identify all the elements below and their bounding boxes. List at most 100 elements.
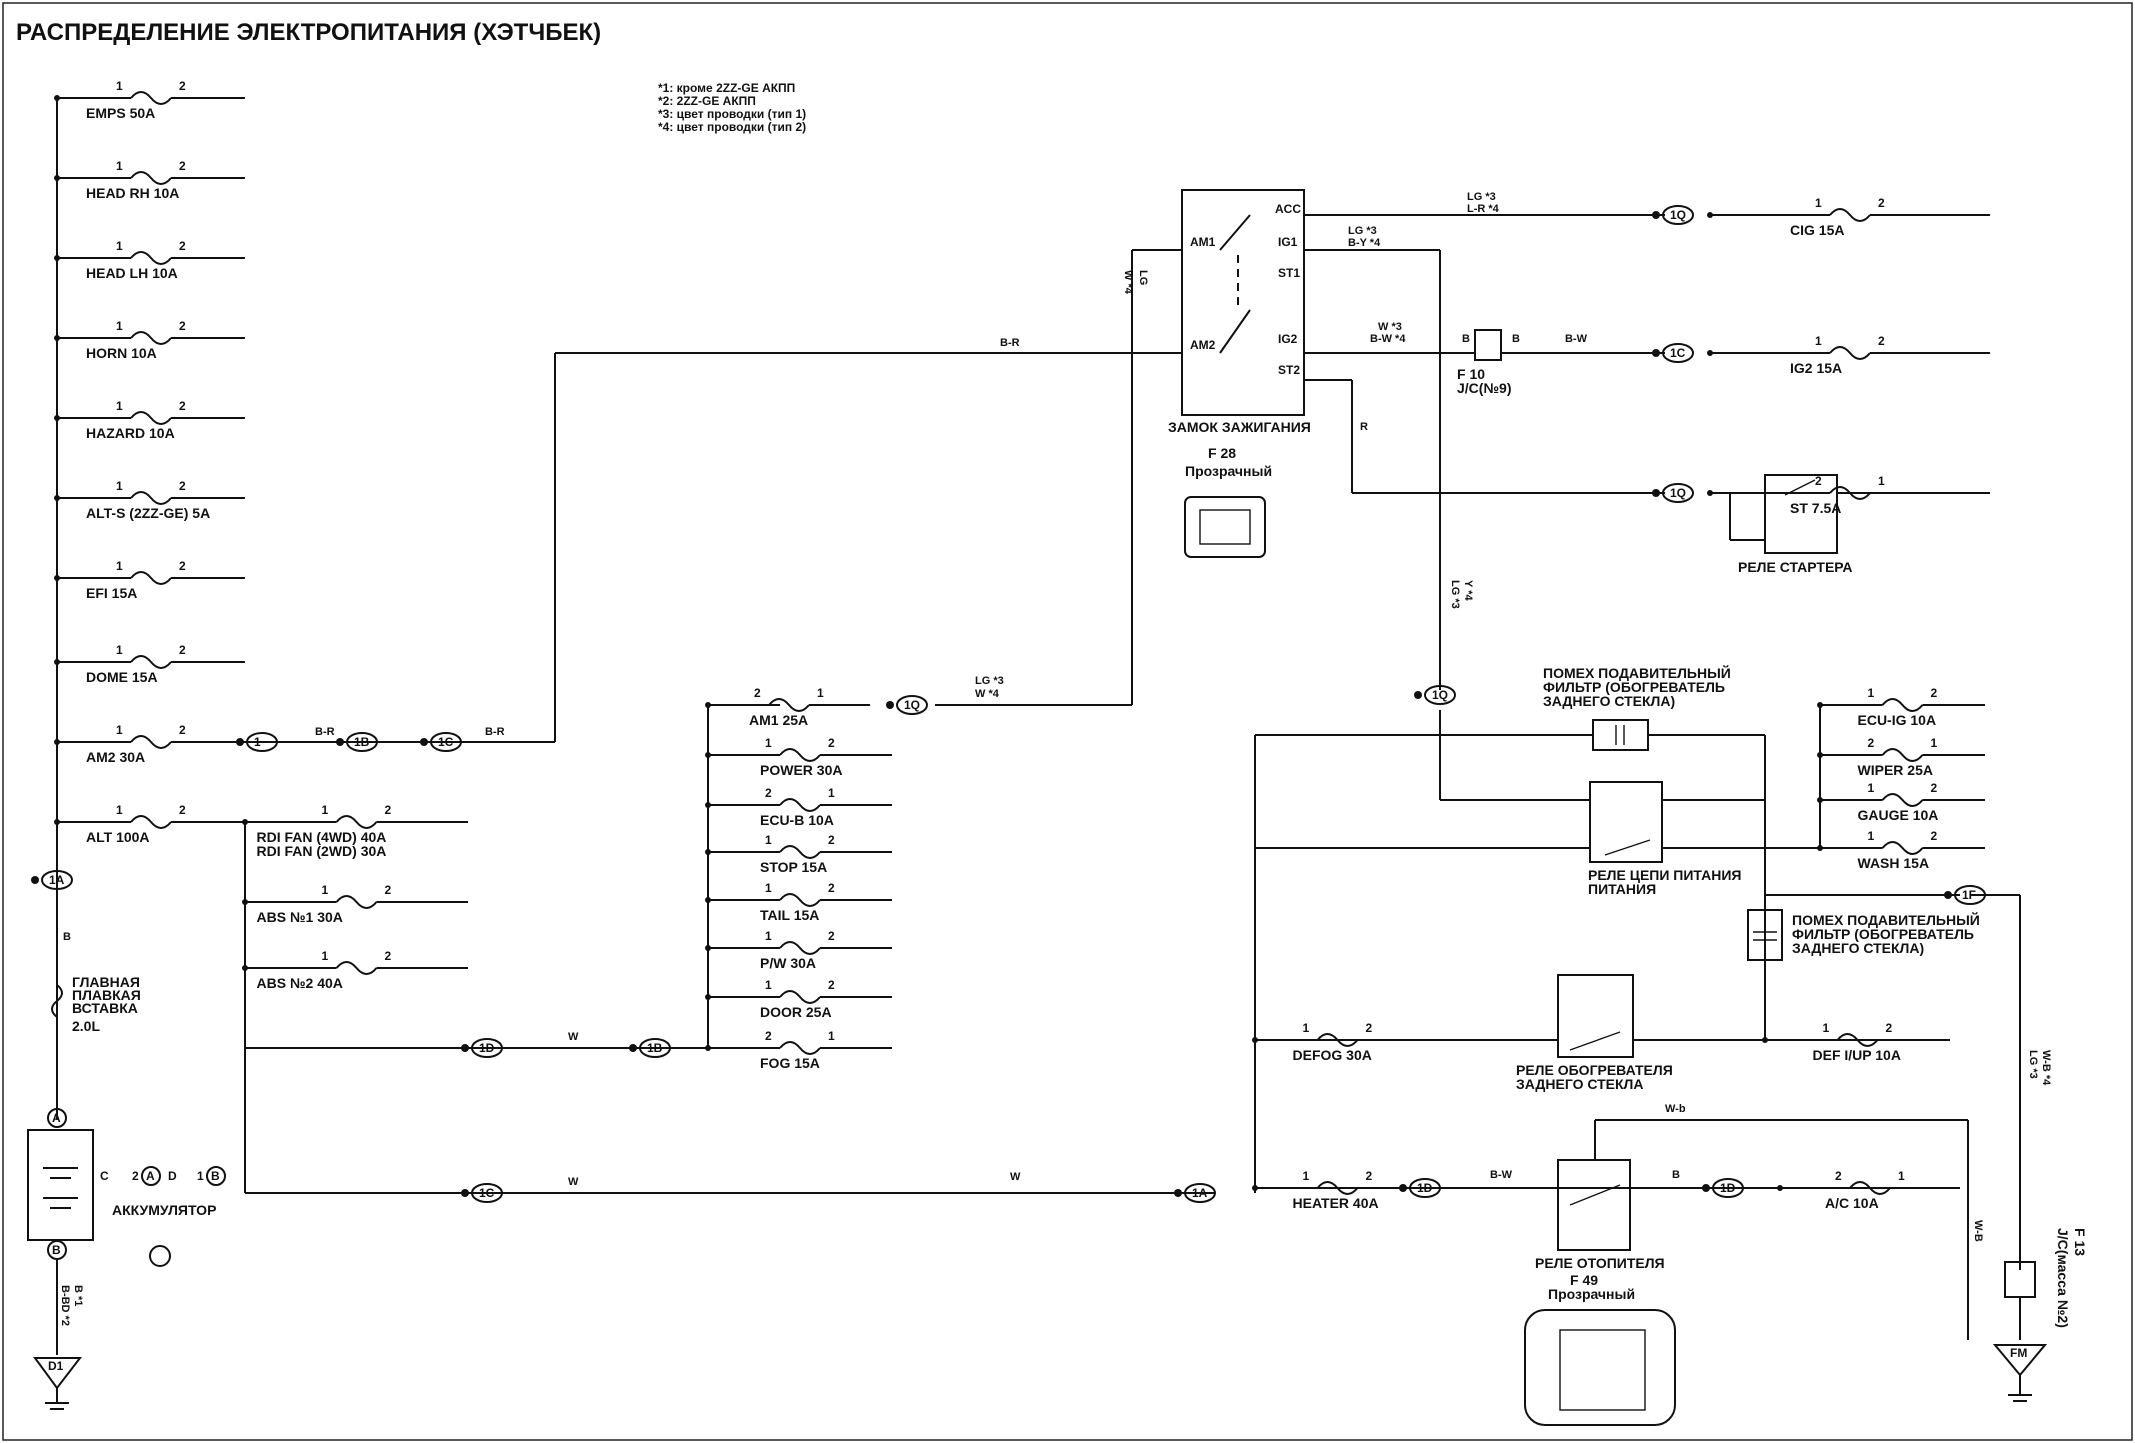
fuse-bottom-3-label: A/C 10A [1825,1195,1879,1211]
fuse-center-0-pin1: 2 [754,686,761,700]
connector-1C: 1C [438,735,454,749]
filter-bottom: ПОМЕХ ПОДАВИТЕЛЬНЫЙ ФИЛЬТР (ОБОГРЕВАТЕЛЬ… [1747,909,1980,961]
fuse-left-4-label: HAZARD 10A [86,425,175,441]
fuse-right-2-pin1: 2 [1815,474,1822,488]
fuse-left-0-pin2: 2 [179,79,186,93]
fuse-left-4-pin1: 1 [116,399,123,413]
fuse-center-4-pin2: 2 [828,881,835,895]
connector-1Qcig: 1Q [1670,208,1686,222]
fuse-left-8-label: AM2 30A [86,749,145,765]
wire-y-v2: Y *4 [1462,580,1474,601]
mainfuse-l3: ВСТАВКА [72,1000,138,1016]
fuse-center-7-pin1: 2 [765,1029,772,1043]
fuse-center-2-pin2: 1 [828,786,835,800]
fuse-center-3-pin1: 1 [765,833,772,847]
fuse-left-3-pin2: 2 [179,319,186,333]
fuse-left-3-label: HORN 10A [86,345,157,361]
filter-top-l1: ПОМЕХ ПОДАВИТЕЛЬНЫЙ [1543,664,1731,681]
fuse-left-6-label: EFI 15A [86,585,137,601]
fuse-center-7-pin2: 1 [828,1029,835,1043]
main-fusible-link: ГЛАВНАЯ ПЛАВКАЯ ВСТАВКА 2.0L B [51,900,141,1120]
fuse-center-1-pin1: 1 [765,736,772,750]
fuse-center-3-label: STOP 15A [760,859,827,875]
wire-w-1: W [568,1031,579,1043]
wire-lg-f: LG *3 [2027,1050,2039,1079]
connector-1Q: 1Q [904,698,920,712]
mainfuse-l1: ГЛАВНАЯ [72,974,140,990]
fuse-side-3-pin1: 1 [1868,829,1875,843]
fuse-bottom-1-label: DEF I/UP 10A [1813,1047,1901,1063]
ign-st1: ST1 [1278,266,1300,280]
fuse-side-2-label: GAUGE 10A [1858,807,1939,823]
fuse-center-6-label: DOOR 25A [760,1004,832,1020]
connector-1A: 1A [49,873,65,887]
fuse-left-0-label: EMPS 50A [86,105,155,121]
filter-top-l2: ФИЛЬТР (ОБОГРЕВАТЕЛЬ [1543,679,1725,695]
power-relay-label: РЕЛЕ ЦЕПИ ПИТАНИЯ [1588,867,1741,883]
fuse-side-2-pin1: 1 [1868,781,1875,795]
battery-label: АККУМУЛЯТОР [112,1202,216,1218]
fuse-right-0-label: CIG 15A [1790,222,1844,238]
filter-top-l3: ЗАДНЕГО СТЕКЛА) [1543,693,1675,709]
fuse-left-2-label: HEAD LH 10A [86,265,178,281]
connector-1B2: 1B [647,1041,663,1055]
fuse-side-1-pin1: 2 [1868,736,1875,750]
fuse-right-1-pin1: 1 [1815,334,1822,348]
ignition-switch: AM1 AM2 ACC IG1 ST1 IG2 ST2 ЗАМОК ЗАЖИГА… [1168,189,1311,558]
fuse-right-2-pin2: 1 [1878,474,1885,488]
bat-b2: B [211,1169,220,1183]
fuse-left-3-pin1: 1 [116,319,123,333]
mainfuse-l2: ПЛАВКАЯ [72,987,141,1003]
note-4: *4: цвет проводки (тип 2) [658,120,806,134]
fuse-side-2-pin2: 2 [1931,781,1938,795]
fuse-side-1-label: WIPER 25A [1858,762,1933,778]
fuse-center-5-label: P/W 30A [760,955,816,971]
bat-a2: A [146,1169,155,1183]
wire-lr-acc: L-R *4 [1467,203,1500,215]
connector-1C2: 1C [479,1186,495,1200]
note-1: *1: кроме 2ZZ-GE АКПП [658,81,795,95]
wire-br-2: B-R [485,726,505,738]
ground-fm: FM [2010,1346,2027,1360]
wire-w-am1: W *4 [975,688,1000,700]
connector-1D: 1D [479,1041,495,1055]
fuse-center-4-pin1: 1 [765,881,772,895]
starter-label: РЕЛЕ СТАРТЕРА [1738,559,1853,575]
jc-code: F 10 [1457,366,1485,382]
fuse-side-3-pin2: 2 [1931,829,1938,843]
fuse-left-7-pin2: 2 [179,643,186,657]
wire-w-2: W [568,1176,579,1188]
fuse-right-1-label: IG2 15A [1790,360,1842,376]
fuse-side-0-pin2: 2 [1931,686,1938,700]
fuse-bottom-1-pin1: 1 [1823,1021,1830,1035]
fuse-bottom-0-pin1: 1 [1303,1021,1310,1035]
filter-top: ПОМЕХ ПОДАВИТЕЛЬНЫЙ ФИЛЬТР (ОБОГРЕВАТЕЛЬ… [1543,664,1731,751]
ign-acc: ACC [1275,202,1301,216]
ign-st2: ST2 [1278,363,1300,377]
diagram-title: РАСПРЕДЕЛЕНИЕ ЭЛЕКТРОПИТАНИЯ (ХЭТЧБЕК) [16,19,601,46]
heater-relay: РЕЛЕ ОТОПИТЕЛЯ F 49 Прозрачный [1524,1159,1676,1426]
fuse-center-6-pin2: 2 [828,978,835,992]
power-relay-label2: ПИТАНИЯ [1588,881,1656,897]
battery: АККУМУЛЯТОР C 2 D 1 A B A B B *1 B-BD *2… [27,1108,226,1410]
fuse-side-1-pin2: 1 [1931,736,1938,750]
fuse-mid-1-pin1: 1 [322,883,329,897]
connector-1Dh: 1D [1417,1181,1433,1195]
fuse-left-6-pin1: 1 [116,559,123,573]
fuse-side-3-label: WASH 15A [1858,855,1930,871]
bat-a: A [52,1111,61,1125]
fuse-bottom-2-pin2: 2 [1366,1169,1373,1183]
filter-bot-l1: ПОМЕХ ПОДАВИТЕЛЬНЫЙ [1792,911,1980,928]
bat-d: D [168,1169,177,1183]
wire-wb-f: W-B *4 [2040,1050,2052,1086]
fuse-side-0-pin1: 1 [1868,686,1875,700]
fuse-mid-1-pin2: 2 [385,883,392,897]
fuse-center-7-label: FOG 15A [760,1055,820,1071]
heater-relay-label: РЕЛЕ ОТОПИТЕЛЯ [1535,1255,1665,1271]
fuse-mid-2-pin1: 1 [322,949,329,963]
wire-b-ig2b: B [1512,333,1520,345]
fuse-left-7-pin1: 1 [116,643,123,657]
fuse-center-4-label: TAIL 15A [760,907,819,923]
